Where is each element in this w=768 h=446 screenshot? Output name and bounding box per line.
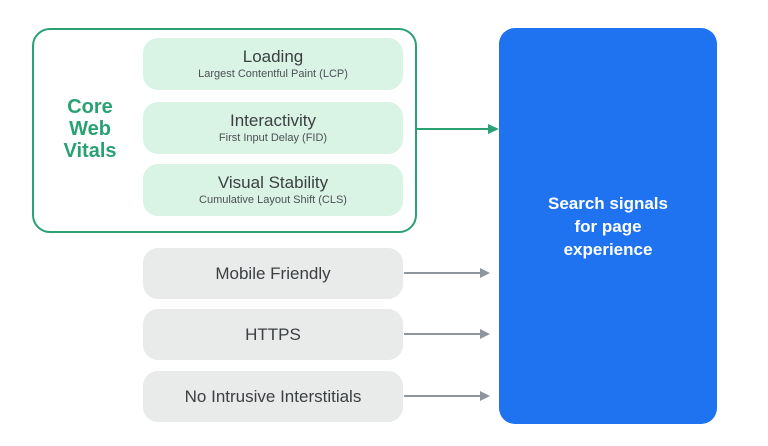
core-web-vitals-label-line: Vitals — [63, 140, 117, 162]
arrow-line — [404, 333, 481, 335]
pill-interactivity-title: Interactivity — [230, 111, 316, 130]
pill-mobile-friendly: Mobile Friendly — [143, 248, 403, 299]
arrow-head-icon — [480, 391, 490, 401]
arrow-head-icon — [480, 268, 490, 278]
core-web-vitals-label: Core Web Vitals — [42, 96, 138, 162]
core-web-vitals-label-line: Core — [67, 96, 113, 118]
arrow-mobile-friendly-to-result-icon — [404, 267, 490, 279]
arrow-head-icon — [488, 124, 499, 134]
arrow-line — [417, 128, 490, 130]
pill-loading-subtitle: Largest Contentful Paint (LCP) — [198, 68, 348, 80]
result-box-line: experience — [563, 239, 653, 259]
pill-no-intrusive-interstitials-label: No Intrusive Interstitials — [184, 386, 362, 406]
search-signals-result-box: Search signals for page experience — [499, 28, 717, 424]
pill-no-intrusive-interstitials: No Intrusive Interstitials — [143, 371, 403, 422]
pill-loading: Loading Largest Contentful Paint (LCP) — [143, 38, 403, 90]
pill-https-label: HTTPS — [245, 324, 301, 344]
pill-mobile-friendly-label: Mobile Friendly — [215, 263, 331, 283]
arrow-line — [404, 272, 481, 274]
result-box-line: for page — [574, 216, 642, 236]
arrow-interstitials-to-result-icon — [404, 390, 490, 402]
arrow-core-web-vitals-to-result-icon — [417, 123, 499, 135]
pill-interactivity: Interactivity First Input Delay (FID) — [143, 102, 403, 154]
pill-interactivity-subtitle: First Input Delay (FID) — [218, 132, 328, 144]
pill-loading-title: Loading — [242, 47, 304, 66]
pill-visual-stability-title: Visual Stability — [217, 173, 329, 192]
result-box-line: Search signals — [547, 193, 668, 213]
pill-visual-stability-subtitle: Cumulative Layout Shift (CLS) — [199, 194, 347, 206]
pill-visual-stability: Visual Stability Cumulative Layout Shift… — [143, 164, 403, 216]
arrow-https-to-result-icon — [404, 328, 490, 340]
pill-https: HTTPS — [143, 309, 403, 360]
arrow-line — [404, 395, 481, 397]
arrow-head-icon — [480, 329, 490, 339]
core-web-vitals-label-line: Web — [69, 118, 111, 140]
